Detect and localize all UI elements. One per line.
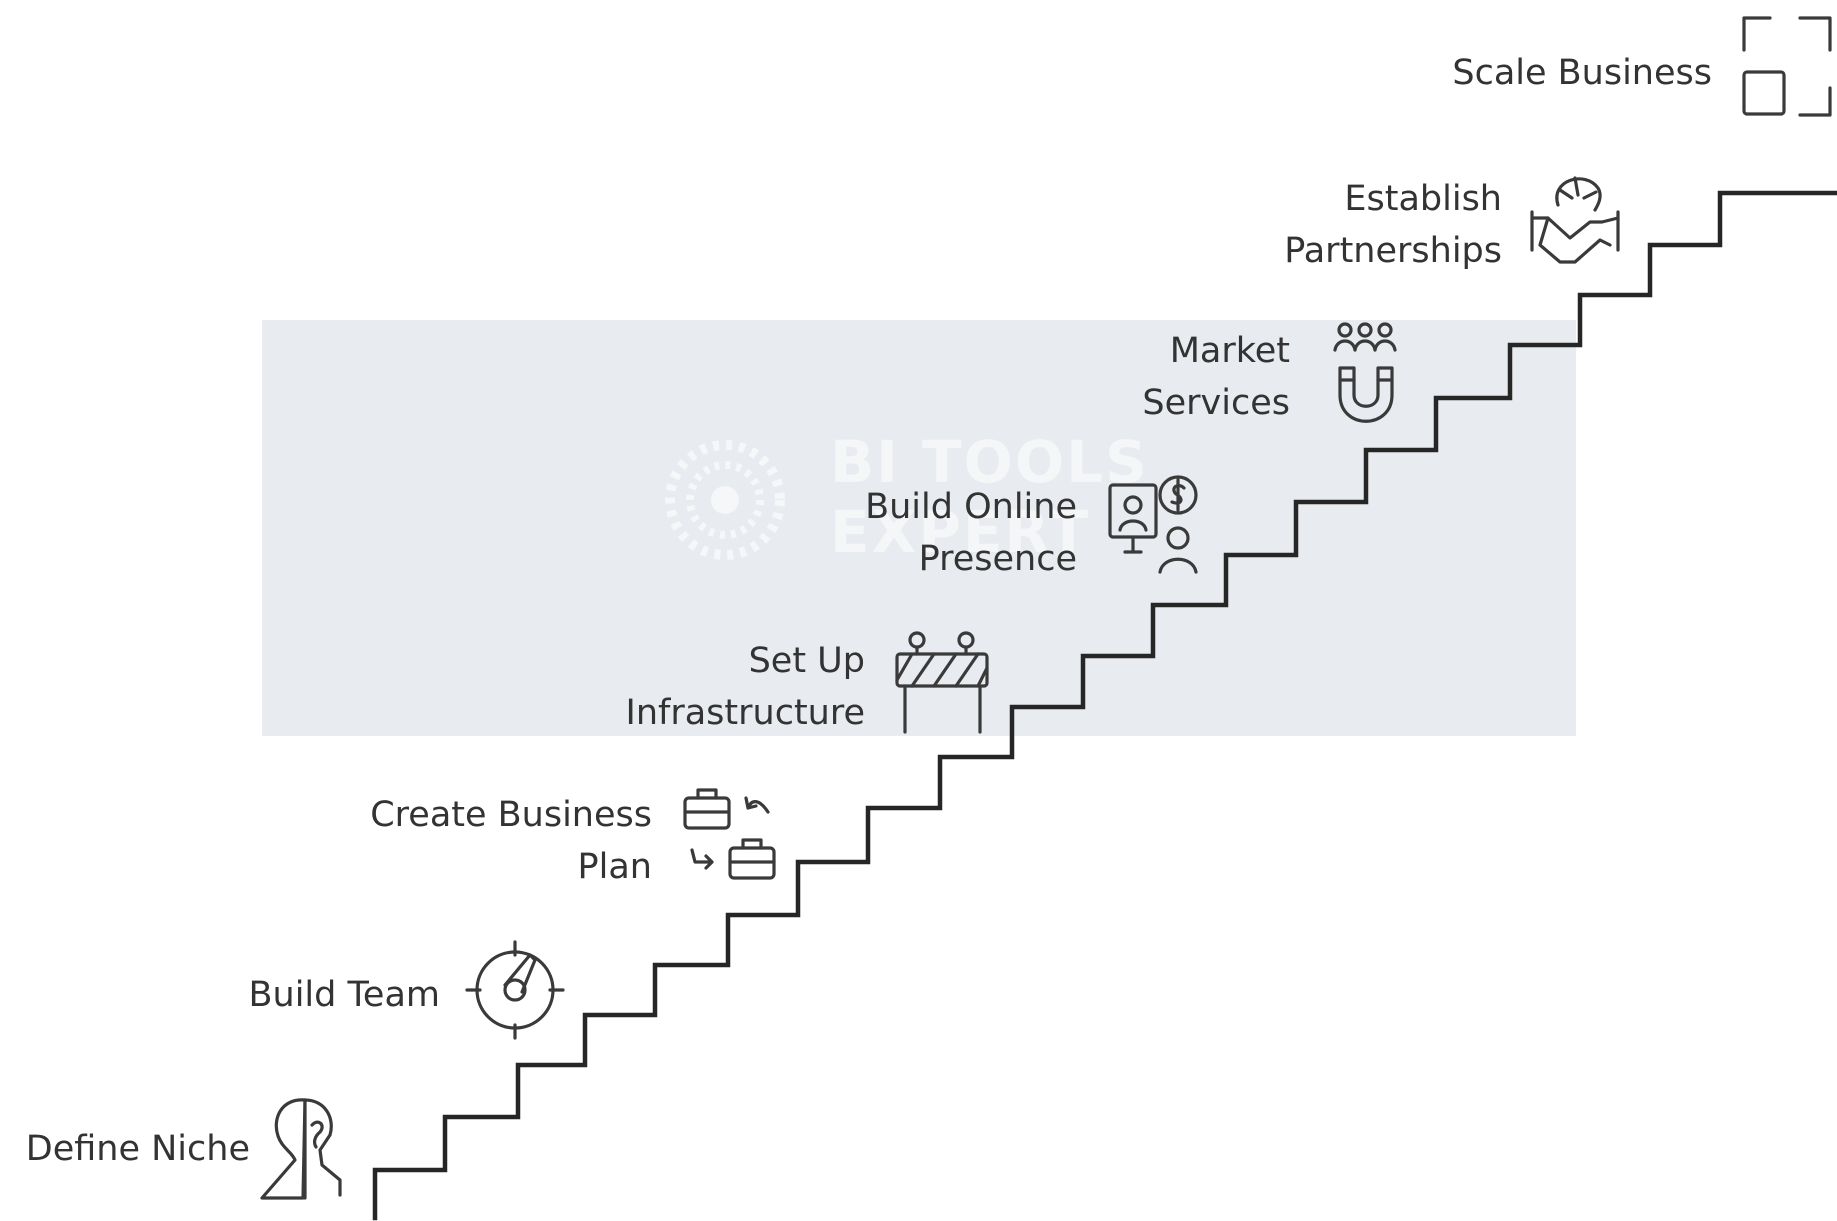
step-label-line2: Infrastructure	[626, 693, 866, 733]
step-label: Build Team	[249, 975, 441, 1015]
handshake-icon	[1530, 176, 1620, 264]
people-magnet-icon	[1333, 322, 1397, 423]
barrier-icon	[895, 631, 989, 734]
step-label-line2: Services	[1142, 383, 1290, 423]
step-label-line2: Presence	[919, 539, 1077, 579]
briefcase-exchange-icon	[683, 788, 776, 880]
monitor-money-person-icon	[1108, 475, 1198, 574]
watermark-line2: EXPERT	[830, 498, 1090, 566]
step-label: Scale Business	[1452, 53, 1712, 93]
step-label-line2: Plan	[578, 847, 652, 887]
expand-frame-icon	[1742, 16, 1832, 117]
step-label-line1: Create Business	[370, 795, 652, 835]
step-build-online-presence: Build Online Presence	[865, 475, 1198, 579]
target-compass-icon	[465, 940, 565, 1040]
watermark-logo-icon	[665, 440, 785, 560]
person-thinking-icon	[260, 1098, 342, 1200]
step-build-team: Build Team	[249, 940, 565, 1040]
watermark-line1: BI TOOLS	[830, 428, 1149, 496]
step-label: Define Niche	[26, 1129, 250, 1169]
step-create-business-plan: Create Business Plan	[370, 788, 776, 887]
step-label-line2: Partnerships	[1284, 231, 1502, 271]
step-scale-business: Scale Business	[1452, 16, 1832, 117]
step-label-line1: Set Up	[749, 641, 865, 681]
watermark-panel	[262, 320, 1576, 736]
step-label-line1: Establish	[1344, 179, 1502, 219]
step-define-niche: Define Niche	[26, 1098, 342, 1200]
step-label-line1: Build Online	[865, 487, 1077, 527]
step-set-up-infrastructure: Set Up Infrastructure	[626, 631, 989, 734]
staircase-line	[372, 190, 1837, 1221]
step-label-line1: Market	[1170, 331, 1290, 371]
step-market-services: Market Services	[1142, 322, 1397, 423]
step-establish-partnerships: Establish Partnerships	[1284, 176, 1620, 271]
